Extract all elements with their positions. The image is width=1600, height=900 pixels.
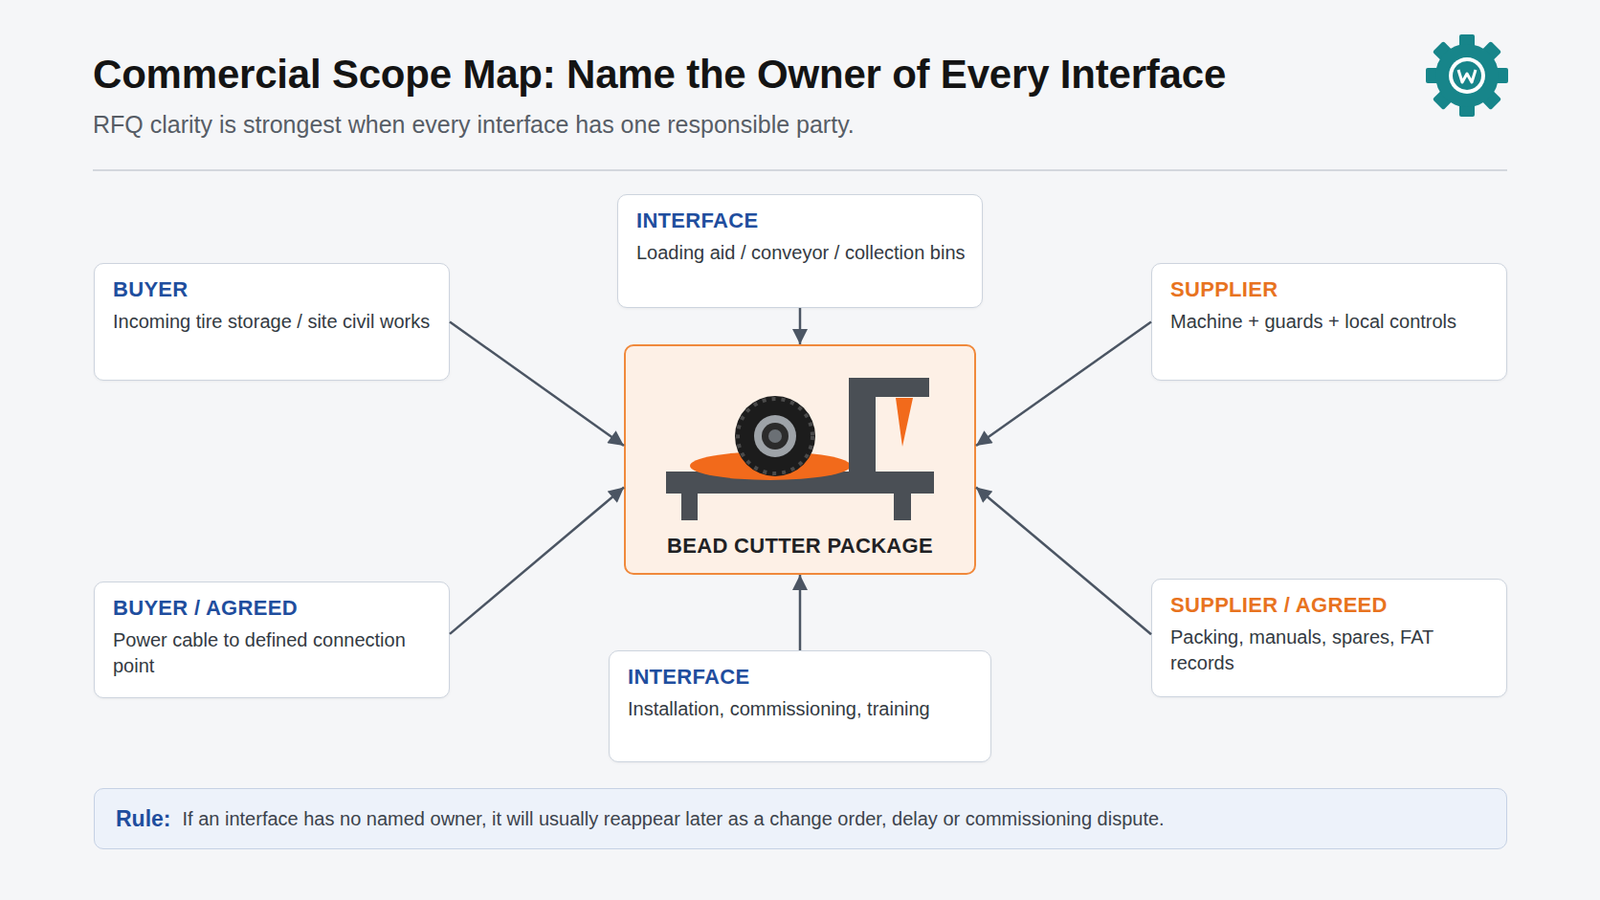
gear-core xyxy=(1452,61,1482,90)
header-divider xyxy=(92,169,1508,172)
gear-tooth xyxy=(1459,103,1475,117)
scope-arrow xyxy=(449,322,624,447)
page-title: Commercial Scope Map: Name the Owner of … xyxy=(92,51,1226,98)
gear-tooth xyxy=(1494,67,1509,84)
rule-text: If an interface has no named owner, it w… xyxy=(182,808,1165,831)
owner-box: INTERFACE Loading aid / conveyor / collec… xyxy=(617,194,983,309)
scope-arrow xyxy=(976,487,1152,635)
gear-tooth xyxy=(1432,41,1453,62)
owner-heading: SUPPLIER xyxy=(1170,277,1497,303)
gear-tooth xyxy=(1425,67,1440,84)
gear-tooth xyxy=(1432,89,1453,111)
owner-box: INTERFACE Installation, commissioning, tr… xyxy=(608,650,992,763)
gear-tooth xyxy=(1459,34,1475,48)
package-box: BEAD CUTTER PACKAGE xyxy=(623,344,977,576)
logo-mark xyxy=(1458,69,1476,83)
owner-heading: INTERFACE xyxy=(636,208,973,234)
scope-description: Power cable to defined connection point xyxy=(112,627,440,680)
owner-heading: BUYER / AGREED xyxy=(112,596,440,622)
scope-description: Machine + guards + local controls xyxy=(1170,309,1497,335)
gear-body xyxy=(1435,44,1499,108)
scope-arrow xyxy=(976,322,1152,447)
owner-box: BUYER / AGREED Power cable to defined con… xyxy=(93,581,450,699)
package-label: BEAD CUTTER PACKAGE xyxy=(666,533,934,559)
scope-description: Incoming tire storage / site civil works xyxy=(112,309,440,335)
owner-box: SUPPLIER / AGREED Packing, manuals, spare… xyxy=(1151,578,1508,698)
scope-arrow xyxy=(799,308,802,345)
scope-description: Loading aid / conveyor / collection bins xyxy=(636,240,973,267)
gear-tooth xyxy=(1481,89,1502,111)
scope-description: Installation, commissioning, training xyxy=(627,696,981,723)
owner-heading: BUYER xyxy=(112,277,440,303)
page-subtitle: RFQ clarity is strongest when every inte… xyxy=(92,111,855,139)
scope-description: Packing, manuals, spares, FAT records xyxy=(1170,624,1497,677)
gear-ring xyxy=(1448,57,1486,94)
owner-box: BUYER Incoming tire storage / site civil … xyxy=(93,263,450,381)
scope-arrow xyxy=(799,575,802,651)
gear-tooth xyxy=(1481,41,1502,62)
owner-heading: SUPPLIER / AGREED xyxy=(1170,593,1497,619)
owner-heading: INTERFACE xyxy=(627,665,981,690)
rule-label: Rule: xyxy=(115,806,172,833)
owner-box: SUPPLIER Machine + guards + local control… xyxy=(1151,263,1508,381)
scope-arrow xyxy=(449,487,624,634)
rule-note-box: Rule: If an interface has no named owner,… xyxy=(93,788,1508,850)
